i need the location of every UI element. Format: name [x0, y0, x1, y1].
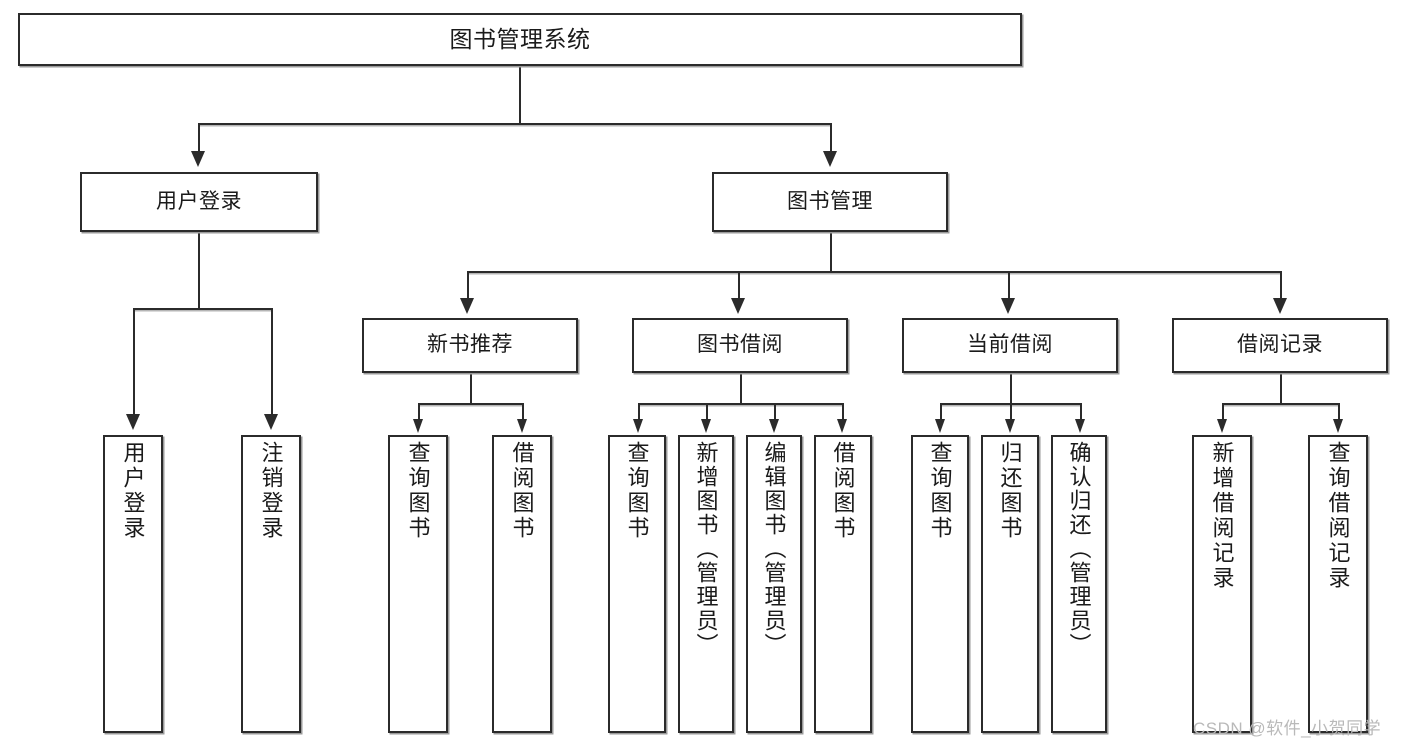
connector-root-bus [198, 123, 830, 125]
connector-book-borrow-stem [740, 373, 742, 403]
node-label: 用户登录 [120, 441, 146, 541]
leaf-nb-query-book[interactable]: 查询图书 [388, 435, 448, 733]
arrowhead-cb-leaf2 [1005, 419, 1015, 433]
node-label: 借阅图书 [830, 441, 856, 541]
node-book-manage[interactable]: 图书管理 [712, 172, 948, 232]
node-label: 编辑图书（管理员） [761, 441, 787, 657]
node-label: 归还图书 [997, 441, 1023, 541]
node-label: 当前借阅 [967, 333, 1053, 357]
arrowhead-new-book [460, 298, 474, 314]
connector-to-leaf-logout [271, 308, 273, 414]
node-label: 借阅图书 [509, 441, 535, 541]
arrowhead-leaf-logout [264, 414, 278, 430]
connector-root-to-book-manage [830, 123, 832, 151]
leaf-logout[interactable]: 注销登录 [241, 435, 301, 733]
connector-book-manage-stem [830, 232, 832, 271]
leaf-user-login[interactable]: 用户登录 [103, 435, 163, 733]
arrowhead-cb-leaf3 [1075, 419, 1085, 433]
connector-to-borrow-record [1280, 271, 1282, 298]
node-label: 注销登录 [258, 441, 284, 541]
leaf-bb-query-book[interactable]: 查询图书 [608, 435, 666, 733]
leaf-cb-return-book[interactable]: 归还图书 [981, 435, 1039, 733]
leaf-cb-query-book[interactable]: 查询图书 [911, 435, 969, 733]
arrowhead-bb-leaf1 [633, 419, 643, 433]
connector-current-borrow-stem [1010, 373, 1012, 403]
connector-bb-leaf3 [774, 403, 776, 419]
leaf-nb-borrow-book[interactable]: 借阅图书 [492, 435, 552, 733]
connector-cb-leaf1 [940, 403, 942, 419]
connector-to-leaf-user-login [133, 308, 135, 414]
node-label: 查询图书 [927, 441, 953, 541]
leaf-br-query-record[interactable]: 查询借阅记录 [1308, 435, 1368, 733]
connector-user-login-stem [198, 232, 200, 308]
arrowhead-bb-leaf2 [701, 419, 711, 433]
arrowhead-current-borrow [1001, 298, 1015, 314]
arrowhead-book-borrow [731, 298, 745, 314]
leaf-bb-borrow-book[interactable]: 借阅图书 [814, 435, 872, 733]
connector-root-stem [519, 66, 521, 123]
node-label: 查询图书 [405, 441, 431, 541]
arrowhead-leaf-user-login [126, 414, 140, 430]
node-label: 借阅记录 [1237, 333, 1323, 357]
node-label: 新增图书（管理员） [693, 441, 719, 657]
connector-to-new-book [467, 271, 469, 298]
node-label: 新书推荐 [427, 333, 513, 357]
connector-br-leaf1 [1222, 403, 1224, 419]
arrowhead-cb-leaf1 [935, 419, 945, 433]
arrowhead-nb-leaf2 [517, 419, 527, 433]
node-root-system[interactable]: 图书管理系统 [18, 13, 1022, 66]
arrowhead-borrow-record [1273, 298, 1287, 314]
node-label: 图书管理系统 [449, 25, 591, 52]
arrowhead-bb-leaf3 [769, 419, 779, 433]
node-label: 图书管理 [787, 189, 873, 213]
connector-nb-leaf1 [418, 403, 420, 419]
node-label: 查询借阅记录 [1325, 441, 1351, 591]
connector-borrow-record-bus [1222, 403, 1338, 405]
node-label: 新增借阅记录 [1209, 441, 1235, 591]
connector-borrow-record-stem [1280, 373, 1282, 403]
connector-bb-leaf4 [842, 403, 844, 419]
node-label: 用户登录 [156, 189, 242, 213]
leaf-bb-add-book-admin[interactable]: 新增图书（管理员） [678, 435, 734, 733]
node-user-login[interactable]: 用户登录 [80, 172, 318, 232]
leaf-br-add-record[interactable]: 新增借阅记录 [1192, 435, 1252, 733]
arrowhead-br-leaf2 [1333, 419, 1343, 433]
connector-bb-leaf2 [706, 403, 708, 419]
leaf-cb-confirm-return-admin[interactable]: 确认归还（管理员） [1051, 435, 1107, 733]
connector-user-login-bus [133, 308, 271, 310]
node-new-book-recommend[interactable]: 新书推荐 [362, 318, 578, 373]
node-current-borrow[interactable]: 当前借阅 [902, 318, 1118, 373]
connector-root-to-user-login [198, 123, 200, 151]
connector-nb-leaf2 [522, 403, 524, 419]
arrowhead-book-manage [823, 151, 837, 167]
node-label: 图书借阅 [697, 333, 783, 357]
connector-cb-leaf2 [1010, 403, 1012, 419]
node-borrow-record[interactable]: 借阅记录 [1172, 318, 1388, 373]
arrowhead-bb-leaf4 [837, 419, 847, 433]
connector-bb-leaf1 [638, 403, 640, 419]
node-label: 确认归还（管理员） [1066, 441, 1092, 657]
connector-new-book-bus [418, 403, 522, 405]
leaf-bb-edit-book-admin[interactable]: 编辑图书（管理员） [746, 435, 802, 733]
connector-cb-leaf3 [1080, 403, 1082, 419]
connector-br-leaf2 [1338, 403, 1340, 419]
arrowhead-nb-leaf1 [413, 419, 423, 433]
connector-new-book-stem [470, 373, 472, 403]
node-label: 查询图书 [624, 441, 650, 541]
connector-book-borrow-bus [638, 403, 842, 405]
node-book-borrow[interactable]: 图书借阅 [632, 318, 848, 373]
connector-to-current-borrow [1008, 271, 1010, 298]
arrowhead-user-login [191, 151, 205, 167]
connector-to-book-borrow [738, 271, 740, 298]
arrowhead-br-leaf1 [1217, 419, 1227, 433]
connector-book-manage-bus [467, 271, 1280, 273]
